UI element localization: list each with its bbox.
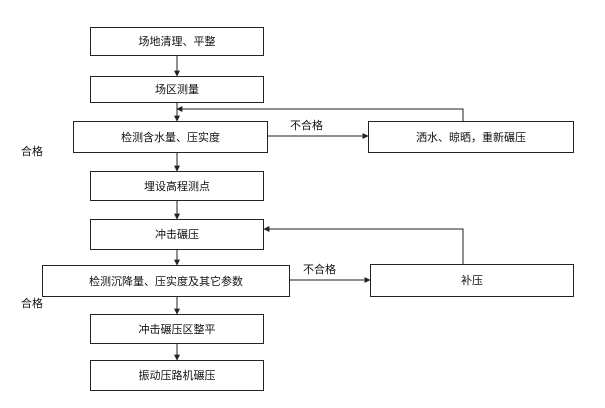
step-level-area: 冲击碾压区整平: [90, 314, 264, 344]
step-vibratory-roll: 振动压路机碾压: [90, 360, 264, 391]
arrow-fail-2-return: [265, 228, 464, 264]
edge-label-pass-2: 合格: [21, 297, 43, 310]
edge-label-fail-1: 不合格: [290, 119, 323, 132]
edge-label-fail-2: 不合格: [303, 263, 336, 276]
side-step-supplement-roll: 补压: [370, 264, 574, 297]
step-survey: 场区测量: [90, 76, 264, 103]
side-step-water-dry-reroll: 洒水、晾晒，重新碾压: [368, 121, 574, 153]
step-site-clearing: 场地清理、平整: [90, 27, 264, 56]
step-site-clearing-label: 场地清理、平整: [138, 35, 216, 48]
step-impact-roll: 冲击碾压: [90, 219, 264, 250]
step-test-moisture: 检测含水量、压实度: [73, 121, 268, 153]
step-test-settlement-label: 检测沉降量、压实度及其它参数: [89, 274, 243, 288]
edge-label-pass-1: 合格: [21, 145, 43, 158]
step-impact-roll-label: 冲击碾压: [155, 228, 199, 241]
arrow-fail-1-return: [178, 108, 464, 121]
step-test-settlement: 检测沉降量、压实度及其它参数: [42, 265, 290, 297]
side-step-supplement-roll-label: 补压: [461, 274, 483, 287]
step-survey-label: 场区测量: [155, 83, 199, 96]
step-level-area-label: 冲击碾压区整平: [138, 322, 216, 336]
step-test-moisture-label: 检测含水量、压实度: [121, 130, 220, 144]
step-vibratory-roll-label: 振动压路机碾压: [138, 369, 216, 382]
step-set-points-label: 埋设高程测点: [144, 179, 210, 193]
step-set-points: 埋设高程测点: [90, 171, 264, 201]
side-step-water-dry-reroll-label: 洒水、晾晒，重新碾压: [416, 130, 526, 144]
